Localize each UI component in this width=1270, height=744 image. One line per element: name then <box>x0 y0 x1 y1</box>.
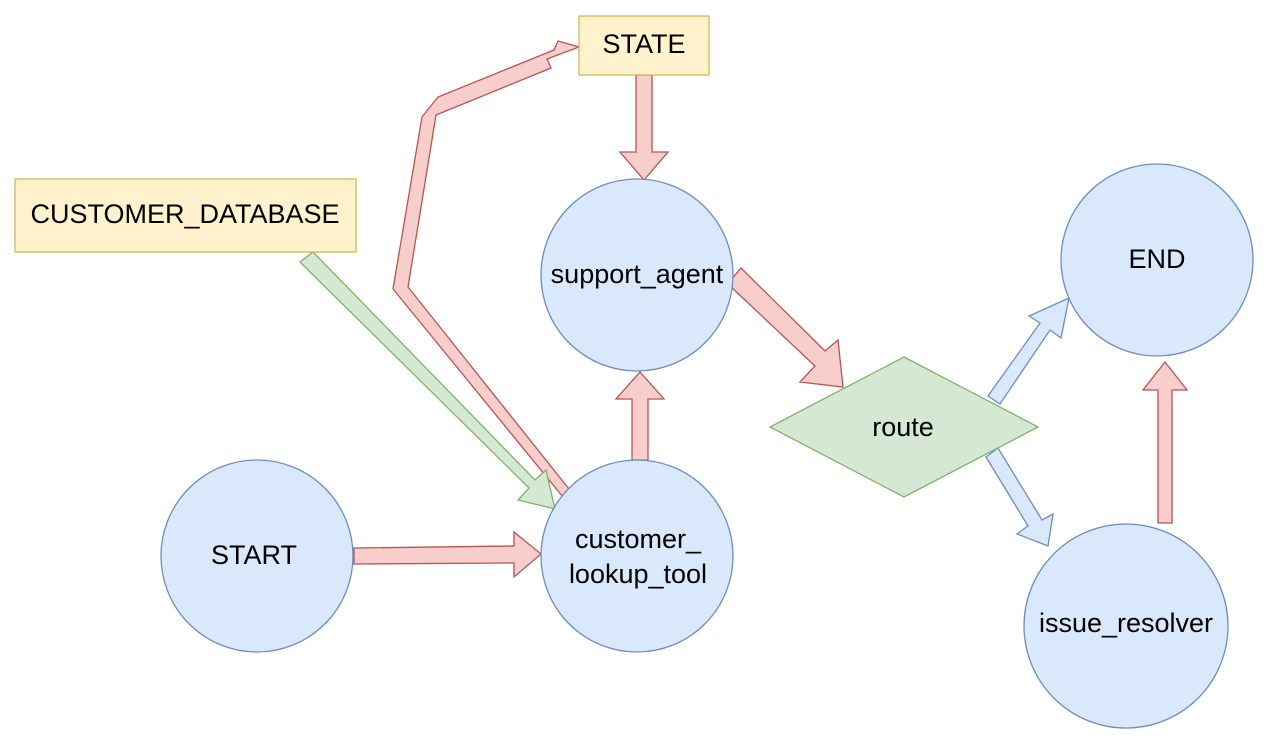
support-agent-node: support_agent <box>540 178 734 372</box>
support-agent-label: support_agent <box>551 259 724 289</box>
route-label: route <box>872 412 934 442</box>
arrow-lookup-to-state <box>392 40 582 499</box>
arrow-state-to-support-agent <box>618 74 670 181</box>
issue-resolver-label: issue_resolver <box>1039 608 1213 638</box>
arrow-support-agent-to-route <box>728 267 844 388</box>
end-label: END <box>1128 244 1185 274</box>
customer-database-box: CUSTOMER_DATABASE <box>14 178 357 253</box>
route-decision: route <box>768 356 1040 498</box>
state-box: STATE <box>578 15 710 76</box>
arrow-lookup-to-support-agent <box>614 371 666 461</box>
customer-database-label: CUSTOMER_DATABASE <box>30 199 339 229</box>
start-label: START <box>211 540 297 570</box>
state-label: STATE <box>602 29 685 59</box>
arrow-route-to-issue-resolver <box>985 447 1054 547</box>
arrows <box>299 40 1189 579</box>
arrow-route-to-end <box>987 296 1070 405</box>
arrow-database-to-lookup <box>299 251 556 510</box>
issue-resolver-node: issue_resolver <box>1023 523 1229 729</box>
customer-lookup-tool-label-line2: lookup_tool <box>569 559 707 589</box>
start-node: START <box>160 459 354 653</box>
customer-lookup-tool-node: customer_ lookup_tool <box>540 459 734 653</box>
customer-lookup-tool-label-line1: customer_ <box>575 524 702 554</box>
arrow-start-to-lookup <box>353 530 543 579</box>
end-node: END <box>1060 163 1254 357</box>
arrow-issue-resolver-to-end <box>1141 360 1189 524</box>
